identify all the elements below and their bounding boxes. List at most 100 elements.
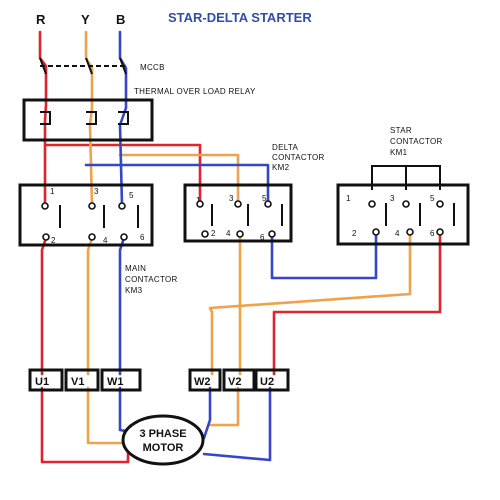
star-terminal-3 (402, 200, 410, 208)
wire-r-delta-feed (43, 143, 202, 202)
star-terminal-2 (372, 228, 380, 236)
wire-y-motor (86, 386, 127, 445)
phase-b-label: B (116, 12, 125, 27)
star-contactor-km1: 1 3 5 2 4 6 STAR CONTACTOR KM1 (336, 126, 470, 246)
mccb-breaker: MCCB (39, 57, 165, 75)
terminal-v1-box (64, 368, 100, 392)
overload-element-r (40, 111, 51, 125)
star-pin-5: 5 (430, 194, 435, 203)
star-pin-4: 4 (395, 229, 400, 238)
main-pin-6: 6 (140, 233, 145, 242)
main-pin-4: 4 (103, 236, 108, 245)
mccb-label: MCCB (140, 63, 165, 72)
terminal-w2-box (188, 368, 222, 392)
main-contactor-label-line-2: CONTACTOR (125, 275, 178, 284)
terminal-u2-box (254, 368, 290, 392)
wire-b-motor (118, 386, 132, 434)
overload-element-b (118, 111, 129, 125)
star-terminal-4 (406, 228, 414, 236)
star-contactor-box (336, 183, 470, 246)
star-pin-3: 3 (390, 194, 395, 203)
delta-contactor-label-line-2: CONTACTOR (272, 153, 325, 162)
star-pin-2: 2 (352, 229, 357, 238)
motor-circle (121, 414, 205, 466)
wire-b-delta-feed (84, 163, 270, 202)
overload-relay-box (22, 98, 154, 142)
star-terminal-5 (436, 200, 444, 208)
delta-contactor-km2: 1 3 5 2 4 6 DELTA CONTACTOR KM2 (183, 143, 325, 243)
star-pin-6: 6 (430, 229, 435, 238)
diagram-title: STAR-DELTA STARTER (168, 10, 312, 25)
delta-terminal-4 (236, 230, 244, 238)
delta-contactor-label-line-1: DELTA (272, 143, 298, 152)
overload-relay-label: THERMAL OVER LOAD RELAY (134, 87, 256, 96)
mccb-pole-r (39, 57, 47, 75)
delta-terminal-5 (264, 200, 272, 208)
wire-y-main-out (86, 236, 94, 376)
star-pin-1: 1 (346, 194, 351, 203)
motor-label-line-2: MOTOR (143, 442, 184, 454)
mccb-pole-y (85, 57, 93, 75)
terminal-block-right: W2 V2 U2 (188, 368, 290, 392)
phase-r-label: R (36, 12, 46, 27)
main-pin-2: 2 (51, 236, 56, 245)
star-point-link (371, 165, 441, 190)
delta-pin-5: 5 (262, 194, 267, 203)
terminal-v2-box (222, 368, 256, 392)
mccb-pole-b (119, 57, 127, 75)
delta-terminal-2 (201, 230, 209, 238)
wire-y-delta-feed (118, 153, 240, 202)
main-contactor-label-line-3: KM3 (125, 286, 143, 295)
star-terminal-6 (436, 228, 444, 236)
wiring (38, 30, 442, 464)
terminal-u1-box (28, 368, 64, 392)
thermal-overload-relay: THERMAL OVER LOAD RELAY (22, 87, 256, 142)
terminal-w1-box (100, 368, 142, 392)
wire-u2-star (272, 234, 442, 376)
wire-delta-out-star (270, 234, 378, 280)
wire-w2-star (208, 234, 412, 376)
terminal-v2-label: V2 (228, 376, 241, 388)
delta-contactor-label-line-3: KM2 (272, 163, 290, 172)
wire-r-main-out (40, 236, 48, 376)
overload-element-y (86, 111, 97, 125)
terminal-v1-label: V1 (71, 376, 84, 388)
wire-r-supply (38, 30, 48, 207)
main-terminal-6 (120, 233, 128, 241)
main-terminal-3 (88, 202, 96, 210)
delta-contactor-box (183, 183, 293, 243)
terminal-w1-label: W1 (107, 376, 124, 388)
main-pin-3: 3 (94, 187, 99, 196)
main-pin-5: 5 (129, 191, 134, 200)
phase-y-label: Y (81, 12, 90, 27)
motor-label-line-1: 3 PHASE (139, 428, 186, 440)
star-contactor-label-line-1: STAR (390, 126, 412, 135)
main-terminal-2 (42, 233, 50, 241)
delta-pin-2: 2 (211, 229, 216, 238)
delta-terminal-6 (268, 230, 276, 238)
delta-pin-4: 4 (226, 229, 231, 238)
main-contactor-label-line-1: MAIN (125, 264, 146, 273)
delta-pin-3: 3 (229, 194, 234, 203)
delta-pin-1: 1 (196, 196, 201, 205)
main-contactor-box (18, 183, 154, 247)
wire-b-supply (118, 30, 128, 207)
wire-b-main-out (118, 236, 126, 376)
wire-u2-motor (202, 386, 272, 462)
terminal-u1-label: U1 (35, 376, 49, 388)
wire-y-supply (84, 30, 94, 207)
star-contactor-label-line-2: CONTACTOR (390, 137, 443, 146)
three-phase-motor: 3 PHASE MOTOR (121, 414, 205, 466)
terminal-w2-label: W2 (194, 376, 211, 388)
star-terminal-1 (368, 200, 376, 208)
terminal-u2-label: U2 (260, 376, 274, 388)
main-terminal-4 (88, 233, 96, 241)
delta-terminal-1 (196, 200, 204, 208)
main-pin-1: 1 (50, 187, 55, 196)
main-contactor-km3: 1 3 5 2 4 6 MAIN CONTACTOR KM3 (18, 183, 178, 295)
main-terminal-1 (41, 202, 49, 210)
wire-r-motor (40, 386, 130, 464)
terminal-block-left: U1 V1 W1 (28, 368, 142, 392)
wire-v2-motor (208, 386, 240, 427)
